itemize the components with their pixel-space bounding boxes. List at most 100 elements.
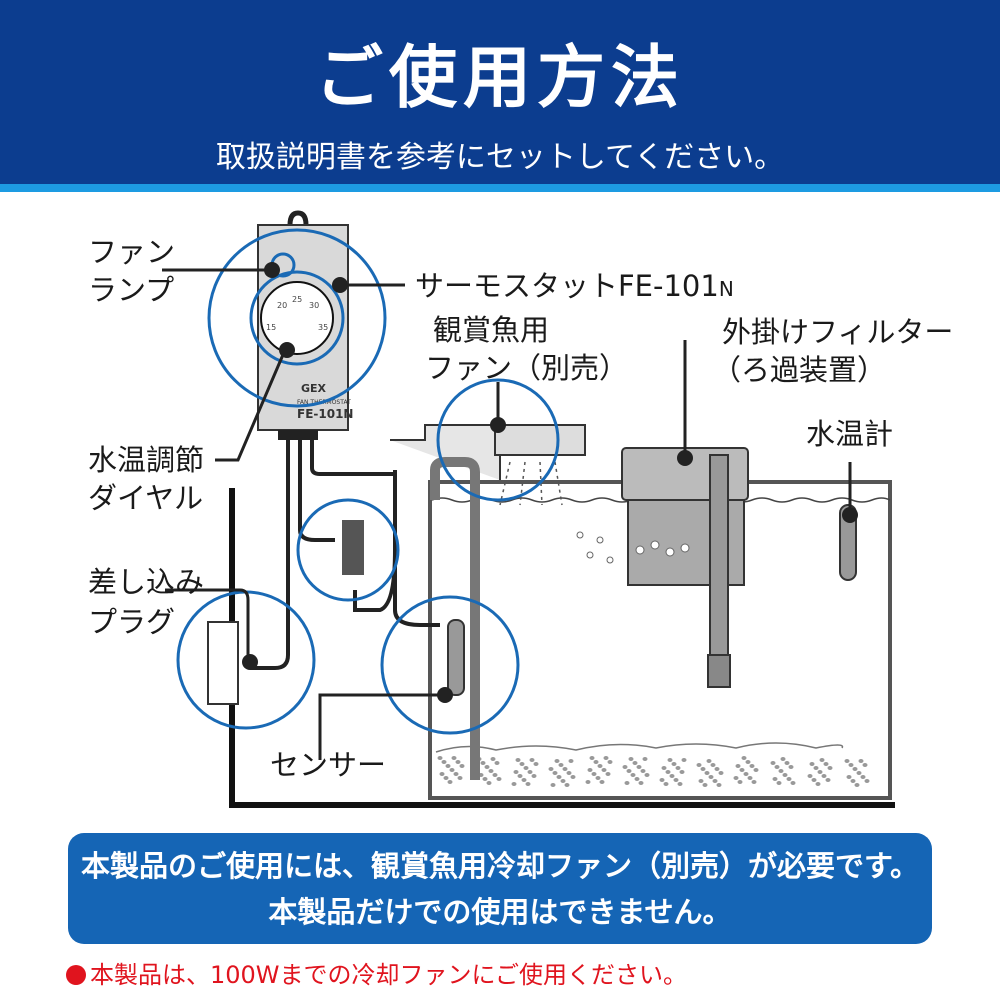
gravel-stone — [700, 767, 706, 771]
gravel-stone — [848, 763, 854, 767]
gravel-stone — [591, 772, 597, 776]
adapter — [342, 520, 364, 575]
gravel-stone — [556, 775, 562, 779]
gravel-stone — [568, 759, 574, 763]
gravel-stone — [675, 766, 681, 770]
gravel-stone — [492, 773, 498, 777]
gravel-stone — [443, 776, 449, 780]
gravel-stone — [449, 768, 455, 772]
gravel-stone — [644, 773, 650, 777]
gravel-stone — [733, 776, 739, 780]
label-thermometer: 水温計 — [806, 417, 893, 451]
note-text: 本製品は、100Wまでの冷却ファンにご使用ください。 — [90, 961, 688, 989]
gravel-stone — [671, 762, 677, 766]
gravel-stone — [638, 781, 644, 785]
gravel-stone — [515, 758, 521, 762]
gravel-stone — [632, 761, 638, 765]
label-fan-lamp: ファン — [88, 235, 175, 269]
gravel-stone — [457, 776, 463, 780]
gravel-stone — [642, 757, 648, 761]
label-sensor: センサー — [270, 748, 386, 782]
gravel-stone — [862, 763, 868, 767]
gravel-stone — [679, 770, 685, 774]
gravel-stone — [603, 756, 609, 760]
gravel-stone — [823, 762, 829, 766]
leader-lines — [162, 268, 852, 760]
gravel-stone — [605, 772, 611, 776]
fan-body — [494, 424, 586, 456]
gravel-stone — [517, 774, 523, 778]
gravel-stone — [585, 780, 591, 784]
gravel — [436, 750, 886, 790]
gravel-stone — [667, 758, 673, 762]
gravel-stone — [850, 779, 856, 783]
gravel-stone — [558, 763, 564, 767]
sensor-probe — [447, 619, 465, 696]
gravel-stone — [774, 765, 780, 769]
gravel-stone — [710, 763, 716, 767]
gravel-stone — [482, 777, 488, 781]
label-thermostat: サーモスタットFE-101N — [415, 269, 734, 303]
gravel-stone — [696, 763, 702, 767]
label-aquarium-fan: 観賞魚用 — [433, 313, 549, 347]
gravel-stone — [455, 760, 461, 764]
gravel-stone — [751, 780, 757, 784]
gravel-stone — [566, 771, 572, 775]
gravel-stone — [854, 783, 860, 787]
label-plug-2: プラグ — [88, 605, 175, 639]
gravel-stone — [622, 765, 628, 769]
gravel-stone — [593, 760, 599, 764]
header-banner: ご使用方法 取扱説明書を参考にセットしてください。 — [0, 0, 1000, 184]
gravel-stone — [447, 780, 453, 784]
gravel-stone — [821, 774, 827, 778]
gravel-stone — [597, 764, 603, 768]
gravel-stone — [599, 780, 605, 784]
gravel-stone — [780, 757, 786, 761]
gravel-stone — [718, 771, 724, 775]
gravel-stone — [735, 764, 741, 768]
gravel-stone — [784, 761, 790, 765]
gravel-stone — [628, 757, 634, 761]
dial-tick: 25 — [292, 295, 302, 304]
gravel-stone — [860, 775, 866, 779]
gravel-stone — [437, 756, 443, 760]
gravel-stone — [712, 779, 718, 783]
gravel-stone — [745, 760, 751, 764]
gravel-stone — [778, 769, 784, 773]
gravel-stone — [770, 761, 776, 765]
cables — [250, 435, 440, 670]
notice-line-1: 本製品のご使用には、観賞魚用冷却ファン（別売）が必要です。 — [80, 848, 920, 883]
gravel-stone — [496, 777, 502, 781]
gravel-stone — [513, 770, 519, 774]
requirement-notice: 本製品のご使用には、観賞魚用冷却ファン（別売）が必要です。 本製品だけでの使用は… — [68, 833, 932, 944]
header-stripe — [0, 184, 1000, 192]
gravel-stone — [716, 783, 722, 787]
gravel-stone — [827, 766, 833, 770]
gravel-stone — [494, 761, 500, 765]
dial-tick: 15 — [266, 323, 276, 332]
gravel-stone — [511, 782, 517, 786]
gravel-stone — [601, 768, 607, 772]
gravel-stone — [706, 759, 712, 763]
wattage-note: 本製品は、100Wまでの冷却ファンにご使用ください。 — [66, 955, 687, 990]
dial-tick: 20 — [277, 301, 287, 310]
pipe — [430, 457, 480, 780]
gravel-stone — [702, 783, 708, 787]
bullet-icon — [66, 965, 86, 985]
gravel-stone — [739, 768, 745, 772]
gravel-stone — [772, 777, 778, 781]
gravel-stone — [753, 768, 759, 772]
gravel-stone — [564, 783, 570, 787]
page-subtitle: 取扱説明書を参考にセットしてください。 — [215, 140, 785, 175]
gravel-stone — [459, 764, 465, 768]
hang-on-filter — [576, 447, 749, 688]
gravel-stone — [817, 770, 823, 774]
gravel-stone — [527, 770, 533, 774]
gravel-stone — [634, 777, 640, 781]
temperature-dial — [260, 281, 334, 355]
gravel-stone — [480, 761, 486, 765]
device-model: FE-101N — [297, 407, 353, 421]
gravel-stone — [488, 769, 494, 773]
gravel-stone — [445, 764, 451, 768]
